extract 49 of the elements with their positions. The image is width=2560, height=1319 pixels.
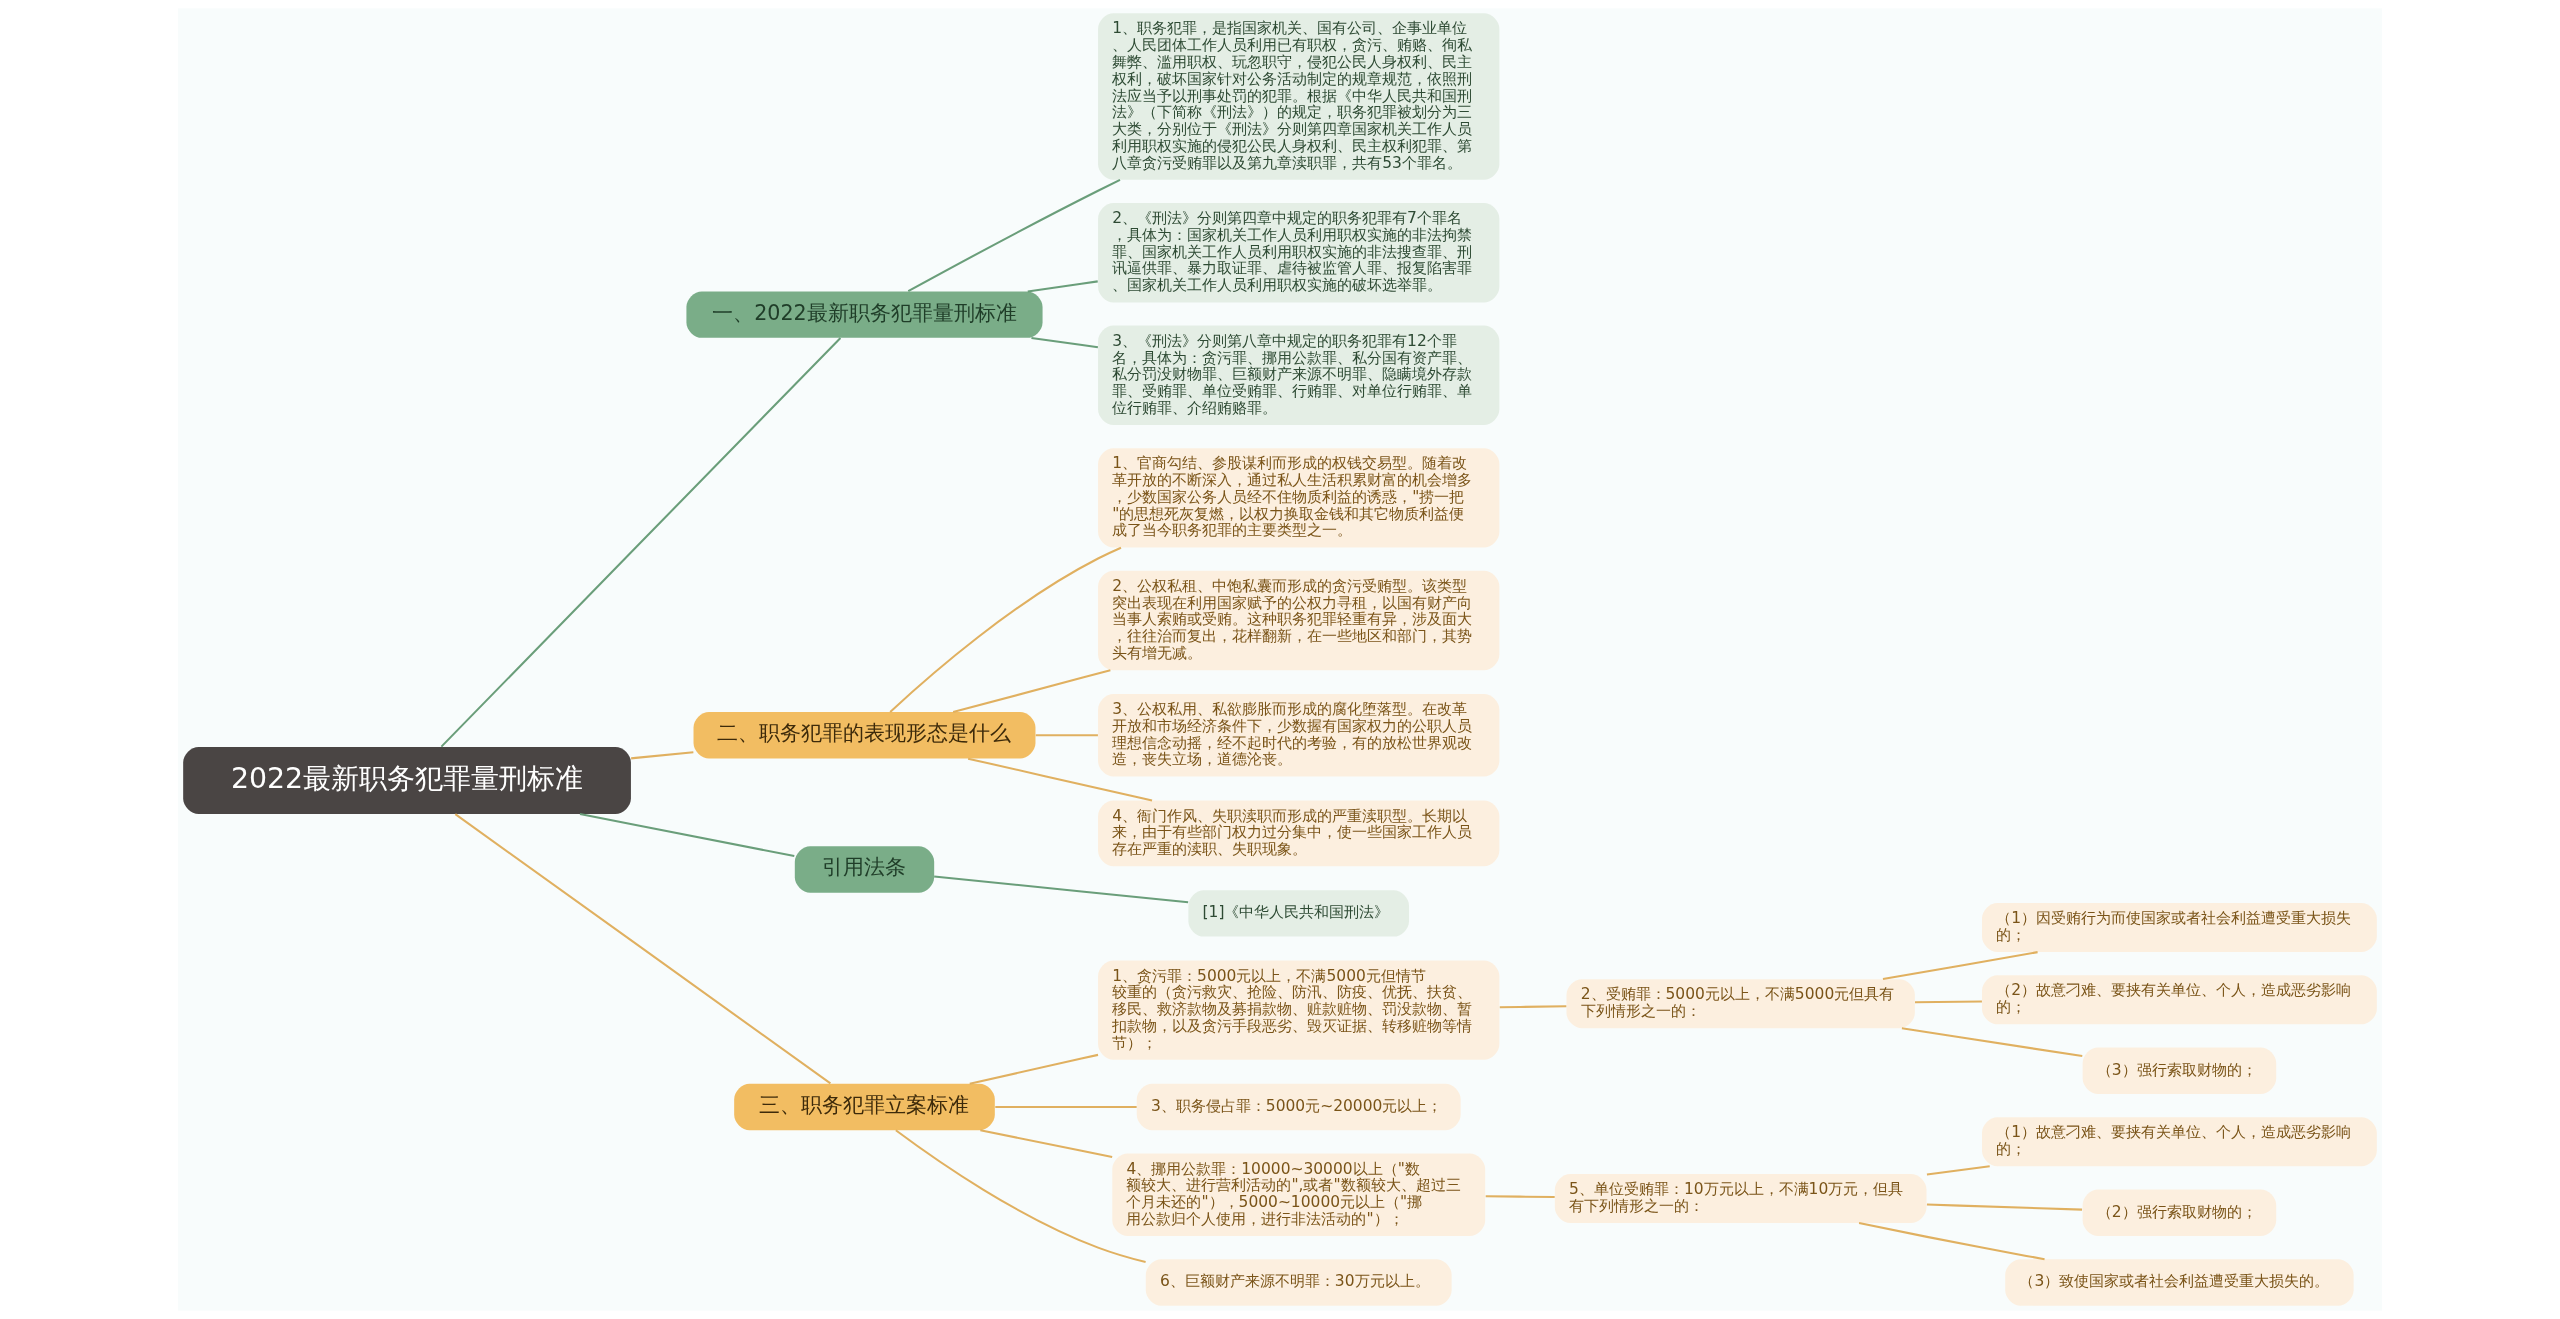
connector <box>1882 951 2038 981</box>
node-box: 1、职务犯罪，是指国家机关、国有公司、企事业单位、人民团体工作人员利用已有职权，贪污、贿赂、徇私舞弊、滥用职权、玩忽职守，侵犯公民人身权利、民主权利，破坏国家针对公务活动制定的规章规范，依照刑法应当予以刑事处罚的犯罪。根据《中华人民共和国刑法》（下简称《刑法》）的规定，职务犯罪被划分为三大类，分别位于《刑法》分则第四章国家机关工作人员利用职权实施的侵犯公民人身权利、民主权利犯罪、第八章贪污受贿罪以及第九章渎职罪，共有53个罪名。 <box>1098 13 1500 180</box>
node-box: 1、贪污罪：5000元以上，不满5000元但情节较重的（贪污救灾、抢险、防汛、防疫、优抚、扶贫、移民、救济款物及募捐款物、赃款赃物、罚没款物、暂扣款物，以及贪污手段恶劣、毁灭证据、转移赃物等情节）； <box>1098 960 1500 1060</box>
connector <box>1499 1005 1567 1009</box>
node-box: （2）故意刁难、要挟有关单位、个人，造成恶劣影响的； <box>1982 975 2377 1025</box>
connector <box>1035 734 1098 737</box>
connector <box>440 337 842 748</box>
connector <box>934 875 1189 904</box>
connector <box>895 1129 1146 1264</box>
node-box: 4、挪用公款罪：10000~30000以上（"数额较大、进行营利活动的",或者"数额较大、超过三个月未还的"），5000~10000元以上（"挪用公款归个人使用，进行非法活动的"）； <box>1112 1153 1486 1236</box>
connector <box>1914 1000 1982 1004</box>
node-box: 5、单位受贿罪：10万元以上，不满10万元，但具有下列情形之一的： <box>1554 1174 1927 1224</box>
connector <box>889 546 1122 713</box>
connector <box>995 1105 1137 1108</box>
connector <box>1485 1195 1555 1198</box>
connector <box>967 757 1153 802</box>
node-box: 三、职务犯罪立案标准 <box>734 1083 995 1131</box>
node-box: [1]《中华人民共和国刑法》 <box>1188 890 1410 937</box>
node-box: （1）因受贿行为而使国家或者社会利益遭受重大损失的； <box>1982 903 2377 953</box>
node-box: 二、职务犯罪的表现形态是什么 <box>693 712 1036 759</box>
node-box: 6、巨额财产来源不明罪：30万元以上。 <box>1145 1259 1452 1306</box>
node-box: 2、受贿罪：5000元以上，不满5000元但具有下列情形之一的： <box>1566 979 1915 1029</box>
connector <box>1027 280 1098 293</box>
node-box: 2、公权私租、中饱私囊而形成的贪污受贿型。该类型突出表现在利用国家赋予的公权力寻租，以国有财产向当事人索贿或受贿。这种职务犯罪轻重有异，涉及面大，往往治而复出，花样翻新，在一些地区和部门，其势头有增无减。 <box>1098 570 1500 671</box>
connector <box>1031 336 1099 349</box>
connector <box>980 1129 1113 1159</box>
node-box: 3、公权私用、私欲膨胀而形成的腐化堕落型。在改革开放和市场经济条件下，少数握有国家权力的公职人员理想信念动摇，经不起时代的考验，有的放松世界观改造，丧失立场，道德沦丧。 <box>1098 694 1500 777</box>
node-box: 2022最新职务犯罪量刑标准 <box>183 746 631 815</box>
connector <box>579 813 795 858</box>
connector <box>952 669 1111 714</box>
node-box: 3、《刑法》分则第八章中规定的职务犯罪有12个罪名，具体为：贪污罪、挪用公款罪、私分国有资产罪、私分罚没财物罪、巨额财产来源不明罪、隐瞒境外存款罪、受贿罪、单位受贿罪、行贿罪、对单位行贿罪、单位行贿罪、介绍贿赂罪。 <box>1098 325 1500 425</box>
connector <box>1926 1165 1990 1176</box>
node-box: 3、职务侵占罪：5000元~20000元以上； <box>1136 1083 1461 1131</box>
node-box: 引用法条 <box>794 846 935 893</box>
node-box: 一、2022最新职务犯罪量刑标准 <box>686 291 1043 338</box>
connector <box>1926 1203 2083 1211</box>
node-box: （3）强行索取财物的； <box>2082 1047 2277 1095</box>
node-box: 2、《刑法》分则第四章中规定的职务犯罪有7个罪名，具体为：国家机关工作人员利用职权实施的非法拘禁罪、国家机关工作人员利用职权实施的非法搜查罪、刑讯逼供罪、暴力取证罪、虐待被监管人罪、报复陷害罪、国家机关工作人员利用职权实施的破坏选举罪。 <box>1098 203 1500 303</box>
node-box: （2）强行索取财物的； <box>2082 1189 2277 1236</box>
node-box: 1、官商勾结、参股谋利而形成的权钱交易型。随着改革开放的不断深入，通过私人生活积累财富的机会增多，少数国家公务人员经不住物质利益的诱惑，"捞一把"的思想死灰复燃，以权力换取金钱和其它物质利益便成了当今职务犯罪的主要类型之一。 <box>1098 448 1500 548</box>
connector <box>1858 1222 2045 1261</box>
connector <box>907 178 1121 293</box>
node-box: （1）故意刁难、要挟有关单位、个人，造成恶劣影响的； <box>1982 1117 2377 1167</box>
connector <box>631 751 694 760</box>
connector <box>969 1053 1099 1085</box>
node-box: 4、衙门作风、失职渎职而形成的严重渎职型。长期以来，由于有些部门权力过分集中，使一些国家工作人员存在严重的渎职、失职现象。 <box>1098 800 1500 867</box>
node-box: （3）致使国家或者社会利益遭受重大损失的。 <box>2005 1259 2354 1306</box>
connector <box>454 813 832 1085</box>
connector <box>1901 1027 2083 1058</box>
